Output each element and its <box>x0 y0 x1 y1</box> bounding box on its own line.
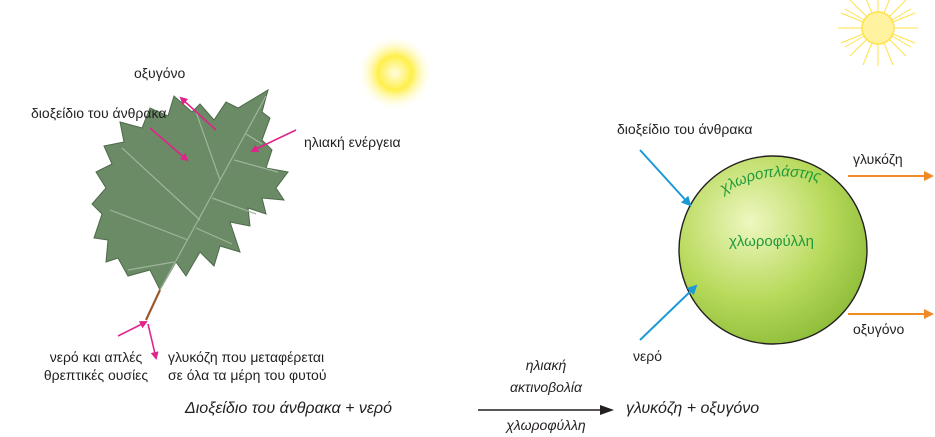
leaf-label-oxygen: οξυγόνο <box>134 65 186 81</box>
chloroplast-sphere <box>678 155 868 345</box>
leaf-label-glucose-line1: γλυκόζη που μεταφέρεται <box>168 349 325 365</box>
leaf-label-water-line2: θρεπτικές ουσίες <box>43 367 149 383</box>
leaf-label-water-line1: νερό και απλές <box>49 349 143 365</box>
leaf-arrows <box>117 96 297 360</box>
arrow-solar-in <box>250 129 297 153</box>
arrow-co2-in <box>149 127 189 162</box>
arrow-co2-into-chloroplast <box>639 149 692 207</box>
arrow-water-into-chloroplast <box>639 284 698 341</box>
leaf-label-solar-energy: ηλιακή ενέργεια <box>304 134 401 150</box>
equation-condition: ηλιακή ακτινοβολία <box>476 357 616 395</box>
leaf-label-carbon-dioxide: διοξείδιο του άνθρακα <box>31 105 167 121</box>
arrow-water-in <box>117 321 148 337</box>
leaf-icon <box>91 88 289 321</box>
equation-condition-below: χλωροφύλλη <box>506 417 586 433</box>
chloroplast-label-glucose: γλυκόζη <box>853 151 903 167</box>
chloroplast-label-oxygen: οξυγόνο <box>853 321 905 337</box>
leaf-label-glucose: γλυκόζη που μεταφέρεται σε όλα τα μέρη τ… <box>168 348 327 384</box>
leaf-label-water-nutrients: νερό και απλές θρεπτικές ουσίες <box>36 348 156 384</box>
chloroplast-label-carbon-dioxide: διοξείδιο του άνθρακα <box>617 121 753 137</box>
equation-condition-line2: ακτινοβολία <box>510 379 582 395</box>
arrow-glucose-out <box>147 323 159 360</box>
sun-core-right <box>861 11 895 45</box>
equation-condition-line1: ηλιακή <box>525 357 567 373</box>
chloroplast-label-water: νερό <box>633 348 662 364</box>
leaf-label-glucose-line2: σε όλα τα μέρη του φυτού <box>168 367 327 383</box>
chloroplast-label-chlorophyll: χλωροφύλλη <box>729 233 815 250</box>
sun-glow-left <box>357 35 433 111</box>
equation-reactants: Διοξείδιο του άνθρακα + νερό <box>185 400 392 417</box>
arrow-oxygen-out <box>179 96 217 131</box>
equation-products: γλυκόζη + οξυγόνο <box>626 400 760 417</box>
